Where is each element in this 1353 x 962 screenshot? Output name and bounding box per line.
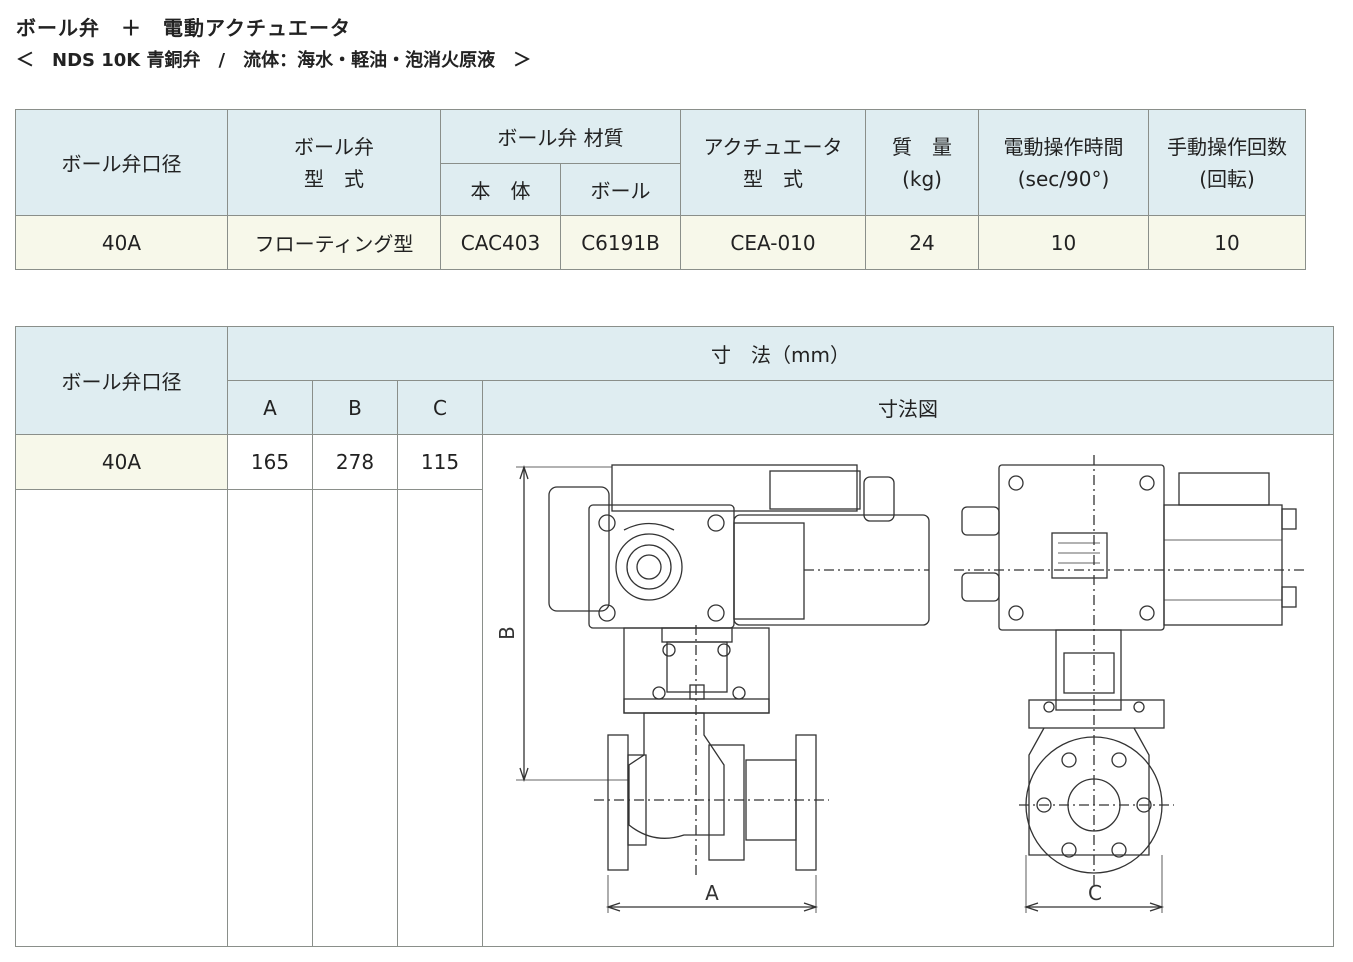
front-view <box>953 455 1304 913</box>
header-actuator-model: アクチュエータ 型 式 <box>680 109 867 216</box>
header-valve-model: ボール弁 型 式 <box>227 109 441 216</box>
page-subtitle: ＜ NDS 10K 青銅弁 / 流体：海水・軽油・泡消火原液 ＞ <box>16 50 532 71</box>
header-size: ボール弁口径 <box>15 326 228 435</box>
cell-empty <box>227 489 313 947</box>
page-title: ボール弁 ＋ 電動アクチュエータ <box>16 16 351 40</box>
header-ball: ボール <box>559 163 682 216</box>
table-row: 40A フローティング型 CAC403 C6191B CEA-010 24 10… <box>15 215 1307 270</box>
cell-a: 165 <box>227 433 313 491</box>
table-row: 40A 165 278 115 <box>15 433 1335 947</box>
cell-mass: 24 <box>865 215 980 270</box>
header-manual-turns: 手動操作回数 (回転) <box>1148 109 1307 216</box>
cell-size: 40A <box>15 215 228 270</box>
dim-label-b: B <box>495 626 519 640</box>
dim-label-c: C <box>1088 881 1102 905</box>
header-drawing: 寸法図 <box>481 380 1335 435</box>
cell-size: 40A <box>15 433 228 491</box>
dim-header-row: ボール弁口径 寸 法（mm） <box>15 326 1335 435</box>
empty-row <box>15 489 1334 947</box>
cell-empty <box>397 489 483 947</box>
header-a: A <box>227 380 313 435</box>
spec-subheader-row: 本 体 ボール <box>16 163 1306 216</box>
header-body: 本 体 <box>440 163 561 216</box>
cell-empty <box>312 489 398 947</box>
header-dimensions: 寸 法（mm） <box>226 326 1335 381</box>
dim-subheader-row: A B C 寸法図 <box>16 380 1335 435</box>
header-electric-time: 電動操作時間 (sec/90°) <box>978 109 1150 216</box>
header-size: ボール弁口径 <box>15 109 228 216</box>
header-mass: 質 量 (kg) <box>865 109 980 216</box>
header-c: C <box>397 380 483 435</box>
cell-manual-turns: 10 <box>1148 215 1307 270</box>
cell-actuator-model: CEA-010 <box>680 215 867 270</box>
cell-b: 278 <box>312 433 398 491</box>
dimension-table: ボール弁口径 寸 法（mm） A B C 寸法図 40A 165 278 115 <box>15 326 1335 947</box>
cell-body: CAC403 <box>440 215 561 270</box>
dimension-drawing-cell: A C B <box>481 434 1335 947</box>
spec-header-row: ボール弁口径 ボール弁 型 式 ボール弁 材質 アクチュエータ 型 式 質 量 … <box>15 109 1307 216</box>
cell-empty <box>15 489 228 947</box>
cell-electric-time: 10 <box>978 215 1150 270</box>
dim-label-a: A <box>705 881 719 905</box>
side-view <box>515 464 930 913</box>
cell-ball: C6191B <box>559 215 682 270</box>
cell-c: 115 <box>397 433 483 491</box>
spec-table: ボール弁口径 ボール弁 型 式 ボール弁 材質 アクチュエータ 型 式 質 量 … <box>15 109 1307 270</box>
cell-valve-model: フローティング型 <box>227 215 441 270</box>
dimension-drawing: A C B <box>495 455 1304 913</box>
header-b: B <box>312 380 398 435</box>
header-material: ボール弁 材質 <box>439 109 682 164</box>
